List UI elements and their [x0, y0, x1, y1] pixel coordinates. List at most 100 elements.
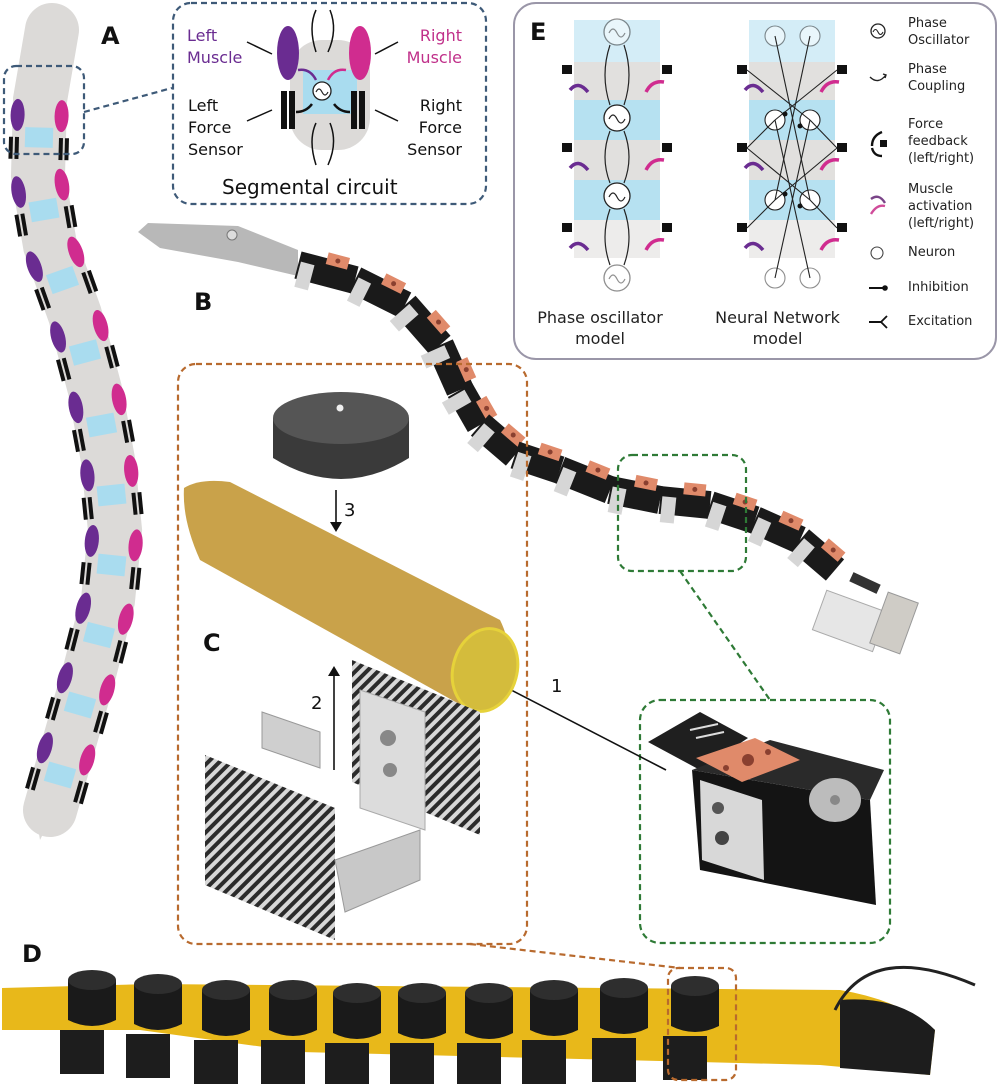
left-muscle-shape: [68, 391, 84, 424]
body-schematic: [8, 3, 144, 840]
skin-segment: [592, 978, 648, 1082]
aluminum-bracket: [294, 261, 315, 291]
synapse-connection: [809, 199, 838, 229]
body-segment: [68, 383, 136, 453]
left-muscle-shape: [11, 176, 27, 208]
aluminum-bracket: [389, 303, 419, 332]
robot-module: [441, 383, 498, 432]
left-feedback-arrow: [295, 103, 313, 114]
head-zipper-pouch: [840, 999, 935, 1075]
right-activation-arrow: [819, 237, 840, 251]
right-muscle-shape: [99, 674, 116, 706]
carbon-plate-left: [205, 755, 335, 940]
skin-segment: [60, 970, 116, 1074]
left-muscle-shape: [75, 592, 92, 624]
module-inset-box: [638, 698, 892, 945]
foam-cylinder: [398, 993, 446, 1039]
force-sensor-bar: [8, 136, 14, 159]
carbon-plate: [194, 1040, 238, 1084]
panel-b-label: B: [194, 288, 213, 316]
skin-segment: [261, 980, 317, 1084]
force-feedback-node: [562, 65, 572, 74]
foam-cylinder: [202, 990, 250, 1036]
segmental-circuit-box: [171, 1, 488, 206]
left-muscle-shape: [50, 321, 66, 353]
step-2-label: 2: [311, 693, 323, 714]
left-force-sensor-bar: [281, 91, 287, 129]
module-zoom-connector: [679, 570, 771, 701]
right-force-sensor-label: Right Force Sensor: [407, 96, 462, 159]
phase-coupling-icon: [869, 73, 887, 82]
inhibition-synapse: [797, 123, 803, 129]
servo-module-render: [648, 712, 884, 905]
robot-head-plate: [138, 223, 298, 276]
aluminum-bracket: [704, 501, 727, 531]
foam-cylinder: [530, 990, 578, 1036]
left-activation-arrow: [743, 83, 765, 94]
left-muscle-label: Left Muscle: [187, 26, 243, 67]
aluminum-bracket: [659, 496, 677, 524]
right-muscle-shape: [79, 744, 96, 776]
legend-item-excitation: Excitation: [908, 314, 973, 329]
skin-segment: [325, 983, 381, 1084]
synapse-connection: [746, 199, 776, 229]
robot-module: [294, 251, 359, 294]
force-feedback-node: [562, 143, 572, 152]
left-muscle-shape: [36, 732, 53, 764]
right-activation-arrow: [819, 79, 840, 93]
body-segment: [80, 454, 144, 520]
robot-module: [658, 482, 712, 524]
robot-module: [389, 295, 451, 355]
foam-cylinder: [671, 986, 719, 1032]
aluminum-bracket: [441, 389, 472, 415]
right-muscle-shape: [111, 383, 127, 416]
step-3-label: 3: [344, 500, 356, 521]
segmental-circuit-title: Segmental circuit: [222, 175, 398, 199]
robot-module: [607, 474, 663, 515]
right-muscle-shape: [128, 529, 143, 562]
phase-coupling-arrow: [311, 9, 317, 53]
skin-segment: [457, 983, 513, 1084]
force-sensor-bar: [56, 359, 66, 382]
muscle-activation-icon: [869, 195, 887, 215]
tether-cable: [833, 966, 976, 1011]
skin-segment: [663, 976, 719, 1080]
force-sensor-bar: [14, 214, 23, 237]
right-muscle-shape: [349, 26, 371, 80]
right-muscle-shape: [124, 454, 139, 487]
phase-oscillator-icon: [870, 23, 886, 39]
right-muscle-shape: [54, 100, 69, 133]
module-highlight-box: [616, 453, 748, 573]
foam-cylinder: [134, 984, 182, 1030]
inhibition-synapse: [782, 191, 788, 197]
panel-e-label: E: [530, 18, 547, 46]
left-activation-arrow: [743, 241, 765, 252]
panel-c-box: [176, 362, 529, 946]
robot-tail-electronics: [811, 572, 919, 655]
left-muscle-shape: [80, 459, 95, 492]
foam-cylinder: [68, 980, 116, 1026]
body-segment: [79, 524, 143, 590]
aluminum-bracket: [467, 423, 495, 453]
aluminum-bracket: [553, 467, 577, 497]
force-feedback-node: [837, 143, 847, 152]
synapse-connection: [774, 119, 811, 279]
robot-module: [747, 507, 806, 553]
skin-segment: [522, 980, 578, 1084]
left-force-sensor-label: Left Force Sensor: [188, 96, 243, 159]
phase-coupling-arrow: [604, 208, 611, 266]
force-sensor-bar: [64, 627, 74, 650]
legend-item-inhibition: Inhibition: [908, 280, 969, 295]
robot-module: [509, 441, 565, 484]
aluminum-bracket: [420, 345, 451, 369]
right-feedback-arrow: [333, 103, 351, 114]
robot-module: [787, 529, 846, 581]
tail-tip: [30, 780, 70, 840]
right-activation-arrow: [644, 157, 665, 171]
step-1-arrow: [485, 676, 667, 771]
